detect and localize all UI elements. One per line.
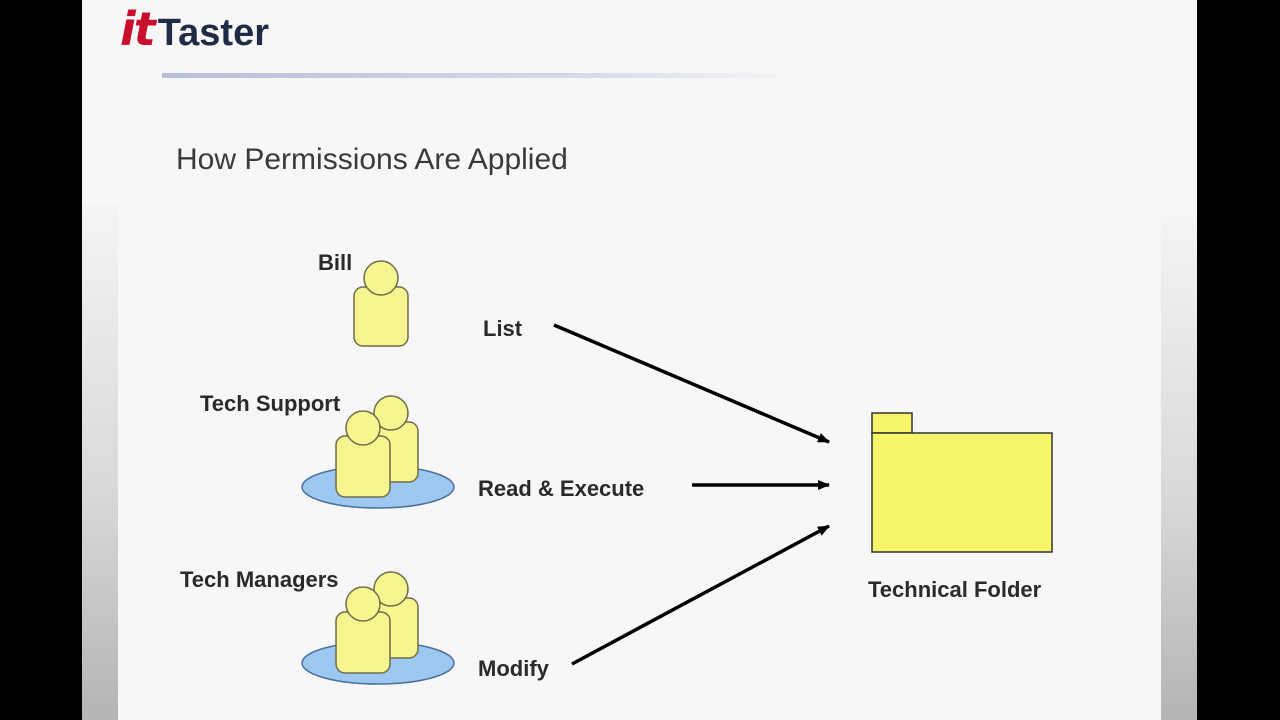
technical-folder-icon bbox=[871, 412, 1053, 553]
read-execute-permission-label: Read & Execute bbox=[478, 476, 644, 501]
permissions-diagram: Bill List Tech Support Read & Execute Te… bbox=[180, 250, 1053, 685]
slide-shadow-left bbox=[82, 205, 118, 720]
list-arrow bbox=[553, 323, 830, 444]
header-rule bbox=[162, 73, 792, 78]
tech-managers-group-icon bbox=[301, 571, 455, 685]
technical-folder-label: Technical Folder bbox=[868, 577, 1042, 602]
list-permission-label: List bbox=[483, 316, 523, 341]
bill-user-icon bbox=[353, 260, 409, 347]
modify-permission-label: Modify bbox=[478, 656, 550, 681]
logo-taster: Taster bbox=[157, 12, 270, 54]
slide-shadow-right bbox=[1161, 215, 1197, 720]
tech-support-label: Tech Support bbox=[200, 391, 341, 416]
tech-support-group-icon bbox=[301, 395, 455, 509]
bill-label: Bill bbox=[318, 250, 352, 275]
tech-managers-label: Tech Managers bbox=[180, 567, 339, 592]
logo-it: it bbox=[120, 2, 156, 56]
slide-title: How Permissions Are Applied bbox=[176, 143, 568, 176]
modify-arrow bbox=[571, 524, 830, 666]
